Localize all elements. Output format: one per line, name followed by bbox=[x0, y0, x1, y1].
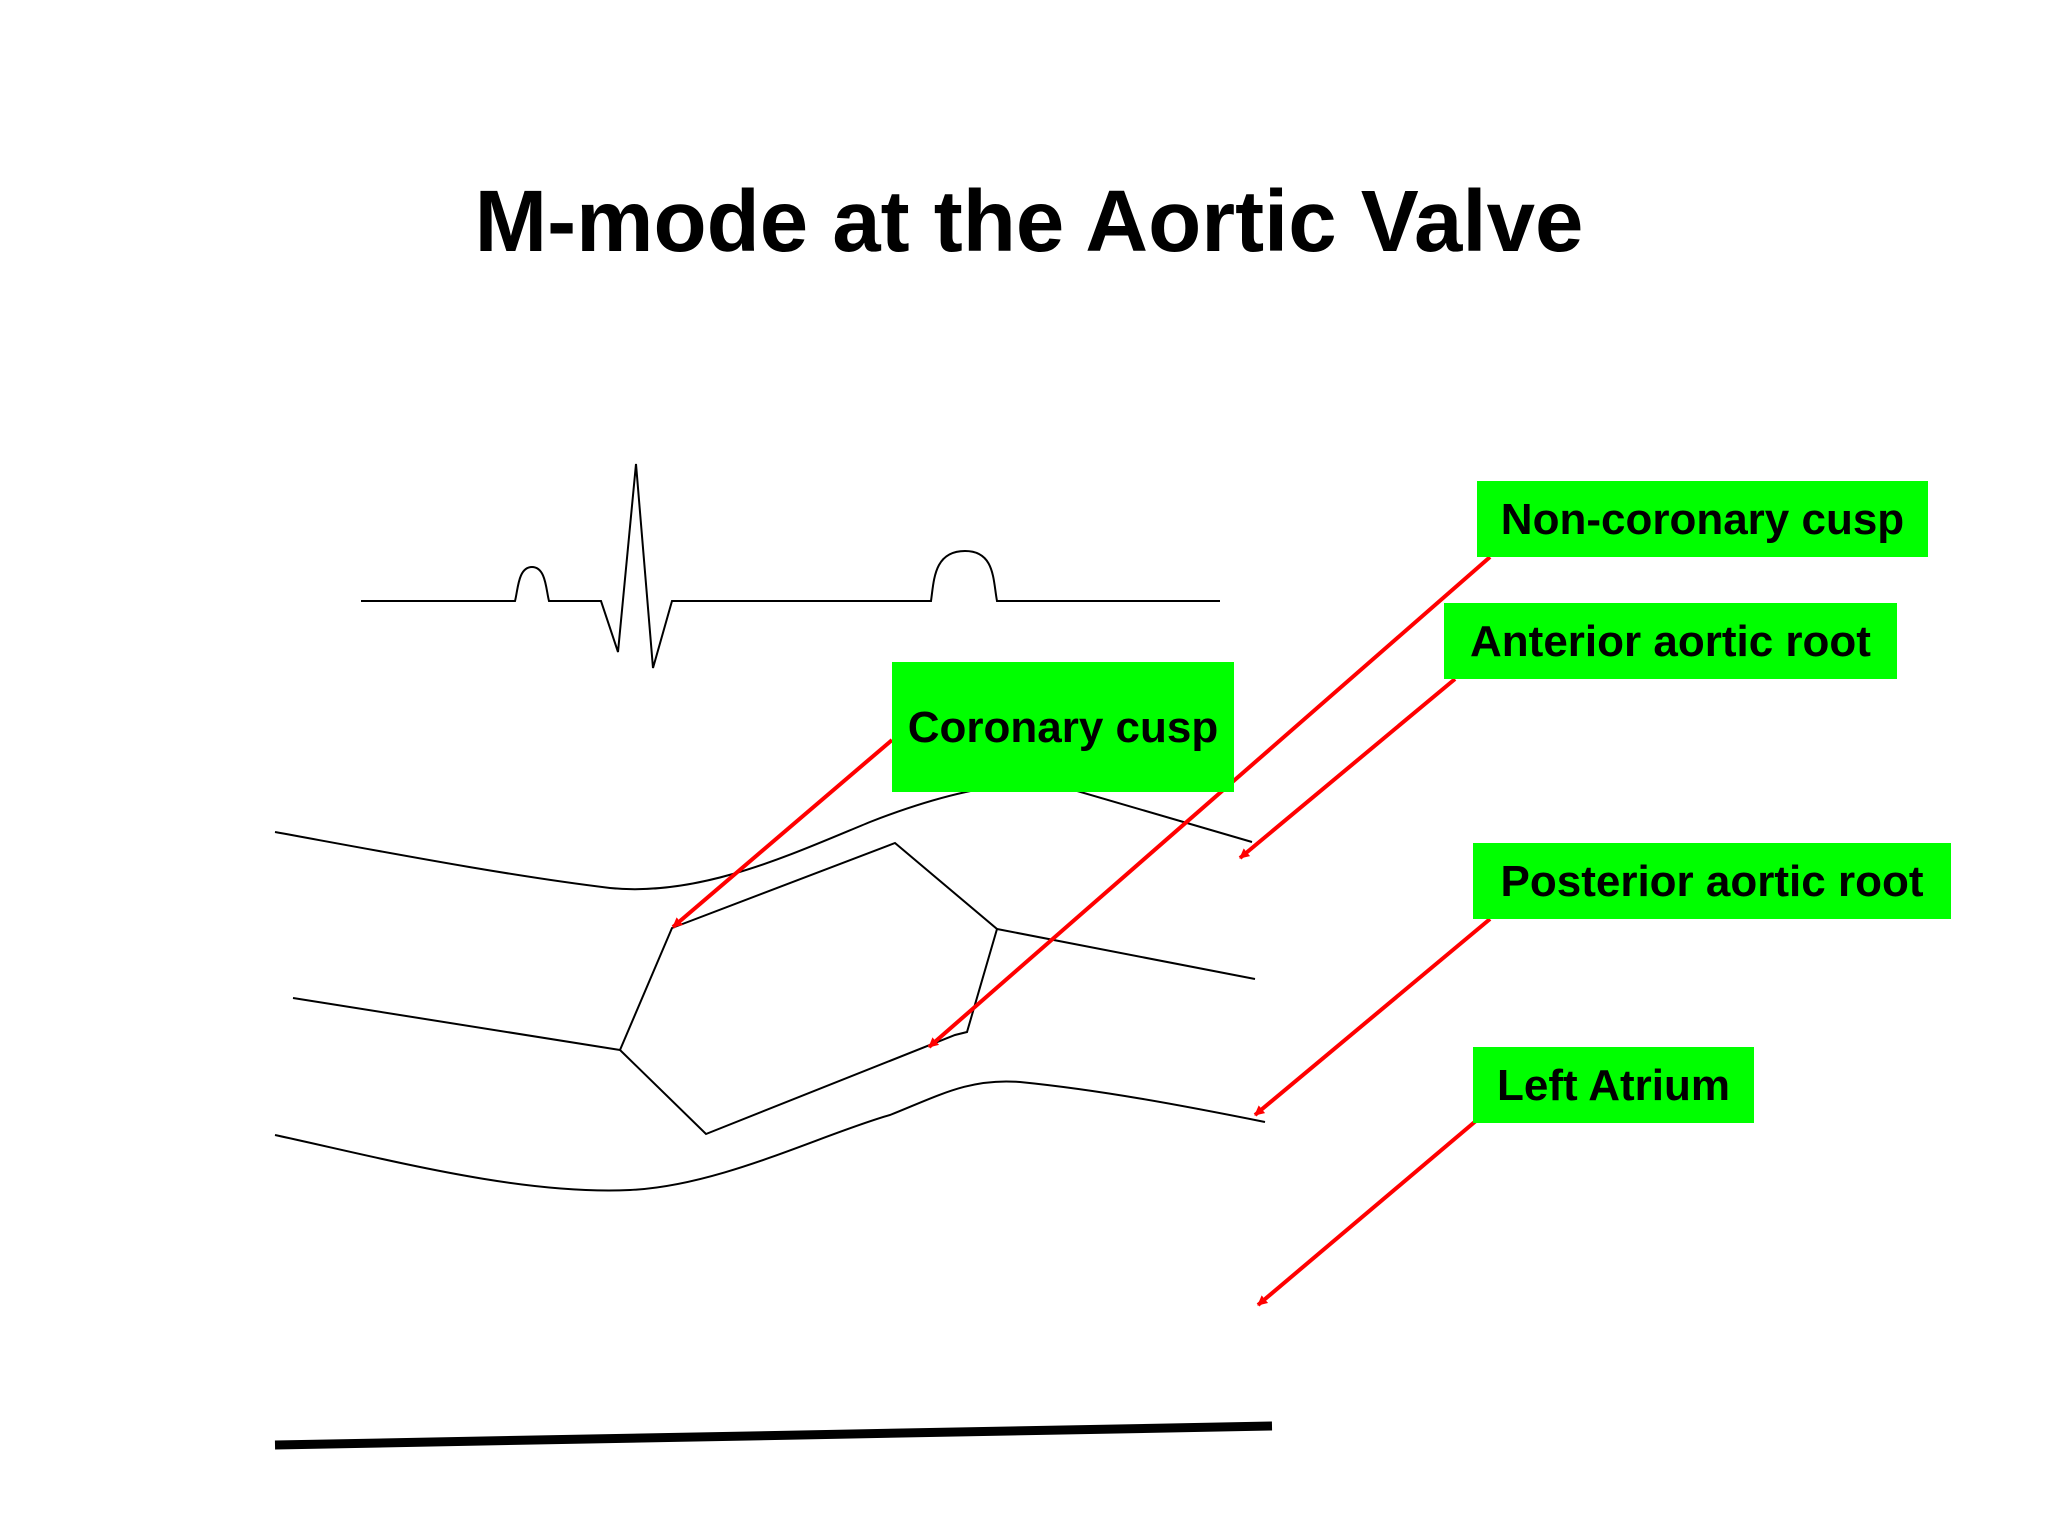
label-coronary-cusp: Coronary cusp bbox=[892, 662, 1234, 792]
label-posterior-aortic-root: Posterior aortic root bbox=[1473, 843, 1951, 919]
baseline bbox=[274, 1421, 1273, 1450]
arrow-coronary-cusp bbox=[671, 738, 894, 929]
arrow-non-coronary-cusp bbox=[927, 555, 1492, 1049]
arrow-anterior-aortic-root bbox=[1238, 677, 1457, 860]
anterior-aortic-root-line bbox=[274, 783, 1253, 891]
cusp-closure-line-left bbox=[292, 997, 621, 1051]
slide-title: M-mode at the Aortic Valve bbox=[474, 173, 1584, 270]
label-left-atrium: Left Atrium bbox=[1473, 1047, 1754, 1123]
arrow-left-atrium bbox=[1256, 1118, 1479, 1307]
arrow-posterior-aortic-root bbox=[1253, 917, 1492, 1117]
ecg-trace bbox=[361, 463, 1220, 669]
label-anterior-aortic-root: Anterior aortic root bbox=[1444, 603, 1897, 679]
posterior-aortic-root-line bbox=[274, 1080, 1266, 1192]
aortic-valve-box bbox=[618, 841, 999, 1136]
cusp-closure-line-right bbox=[996, 928, 1256, 980]
label-non-coronary-cusp: Non-coronary cusp bbox=[1477, 481, 1928, 557]
